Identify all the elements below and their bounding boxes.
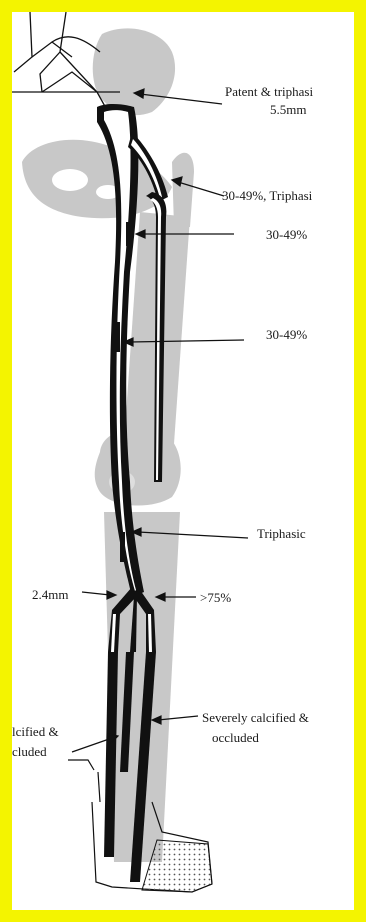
pelvis-ring xyxy=(22,140,172,218)
stenosis-mark-3 xyxy=(120,532,125,562)
label-patent-line1: Patent & triphasi xyxy=(225,84,313,99)
pelvis-bone xyxy=(93,28,175,115)
stenosis-mark-1 xyxy=(126,222,131,246)
arrow-calcified-left-tail xyxy=(68,760,94,770)
arrow-diameter-line xyxy=(82,592,110,595)
label-proximal-sfa: 30-49%, Triphasi xyxy=(222,188,312,203)
label-calcified-left-line1: lcified & xyxy=(12,724,59,739)
common-iliac-right xyxy=(40,12,66,92)
label-calcified-right-line2: occluded xyxy=(212,730,259,745)
pelvic-crest xyxy=(52,37,100,52)
obturator-foramen xyxy=(52,169,88,191)
label-calcified-right-line1: Severely calcified & xyxy=(202,710,309,725)
label-mid-sfa-2: 30-49% xyxy=(266,327,307,342)
stenosis-mark-2 xyxy=(114,322,120,352)
label-tibial-stenosis: >75% xyxy=(200,590,231,605)
label-calcified-left-line2: cluded xyxy=(12,744,47,759)
femoral-condyle xyxy=(95,428,181,505)
label-tibial-diameter: 2.4mm xyxy=(32,587,68,602)
diagram-panel: Patent & triphasi 5.5mm 30-49%, Triphasi… xyxy=(12,12,354,910)
arrow-calcified-left-line xyxy=(72,738,112,752)
common-iliac-left xyxy=(14,12,32,72)
label-popliteal: Triphasic xyxy=(257,526,306,541)
iliac-inner xyxy=(42,72,97,92)
label-mid-sfa-1: 30-49% xyxy=(266,227,307,242)
iliac-upper-branch xyxy=(32,42,72,57)
leg-artery-diagram xyxy=(12,12,354,910)
label-patent-line2: 5.5mm xyxy=(270,102,306,117)
ankle-line xyxy=(98,772,100,802)
